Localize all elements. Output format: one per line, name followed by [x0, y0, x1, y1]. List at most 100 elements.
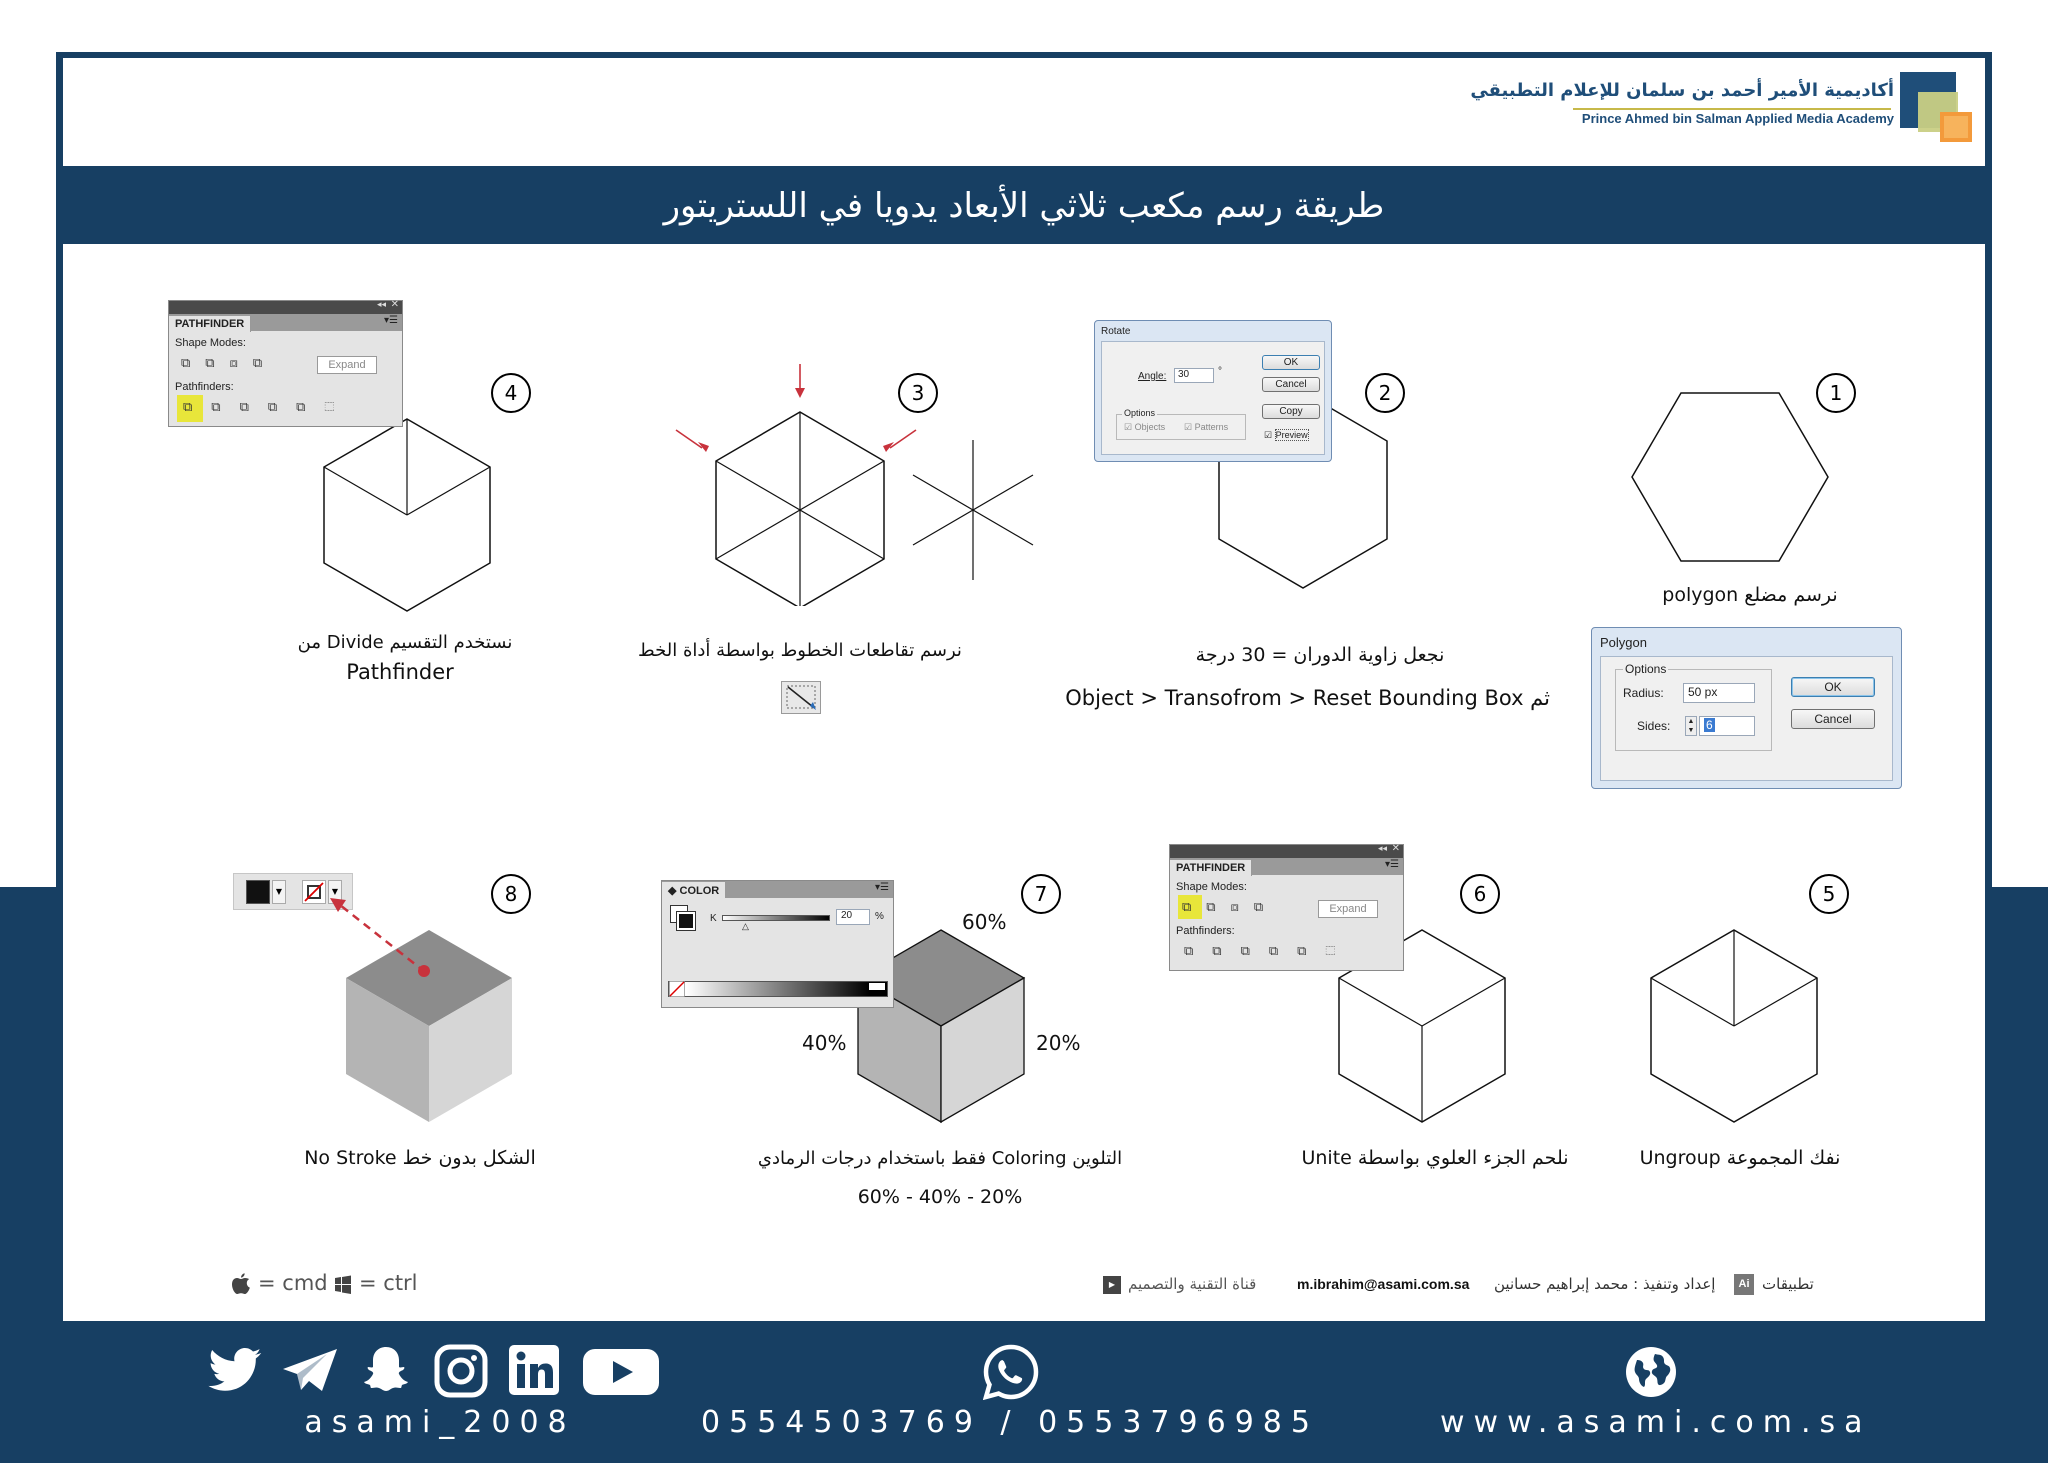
step-4-caption-2: Pathfinder: [346, 660, 454, 684]
none-swatch-icon[interactable]: [669, 981, 685, 997]
pct-left-label: 40%: [802, 1031, 847, 1055]
pathfinder-icons: ⧉⧉⧉⧉⧉⬚: [183, 399, 354, 414]
snapchat-icon[interactable]: [364, 1347, 408, 1391]
step-number-6: 6: [1460, 874, 1500, 914]
fill-color-swatch[interactable]: [246, 880, 270, 904]
expand-button-2[interactable]: Expand: [1318, 900, 1378, 918]
panel-collapse-icon-2[interactable]: ◂◂: [1377, 843, 1387, 853]
linkedin-icon[interactable]: [509, 1345, 559, 1395]
social-handle: asami_2008: [304, 1405, 576, 1440]
stroke-swatch[interactable]: [676, 911, 696, 931]
tab-color[interactable]: ◆ COLOR: [662, 882, 726, 899]
youtube-icon[interactable]: [583, 1349, 659, 1395]
ungrouped-cube: [1650, 929, 1818, 1123]
panel-collapse-icon[interactable]: ◂◂: [376, 299, 386, 309]
stroke-none-swatch[interactable]: [302, 880, 326, 904]
shape-modes-label: Shape Modes:: [175, 337, 246, 349]
polygon-options-group: [1615, 669, 1772, 751]
whatsapp-icon[interactable]: [982, 1344, 1039, 1401]
patterns-checkbox[interactable]: ☑ Patterns: [1184, 422, 1229, 432]
divide-button-highlight[interactable]: [177, 395, 203, 422]
pathfinders-label-2: Pathfinders:: [1176, 925, 1235, 937]
polygon-dialog-title: Polygon: [1600, 635, 1647, 650]
polygon-ok-button[interactable]: OK: [1791, 677, 1875, 697]
apple-icon: [231, 1272, 251, 1296]
tab-pathfinder[interactable]: PATHFINDER: [169, 316, 252, 332]
shape-mode-icons: ⧉⧉⧈⧉: [181, 355, 278, 370]
no-stroke-cube: [346, 930, 512, 1122]
divided-hexagon-cube: [323, 418, 491, 612]
rotate-cancel-button[interactable]: Cancel: [1262, 377, 1320, 392]
pointer-dot: [418, 965, 430, 977]
color-panel: ◆ COLOR ▾☰ K △ 20 %: [661, 880, 894, 1008]
step-number-7: 7: [1021, 874, 1061, 914]
tab-pathfinder-2[interactable]: PATHFINDER: [1170, 860, 1253, 876]
sides-stepper[interactable]: ▲▼: [1685, 716, 1697, 736]
fill-stroke-control: ▼ ▼: [233, 873, 353, 910]
left-border-top: [56, 52, 63, 887]
rotate-ok-button[interactable]: OK: [1262, 355, 1320, 370]
rotate-dialog-title: Rotate: [1101, 326, 1131, 337]
fill-dropdown-icon[interactable]: ▼: [272, 880, 286, 904]
radius-field[interactable]: 50 px: [1683, 683, 1755, 703]
step-7-caption-2: 60% - 40% - 20%: [857, 1186, 1023, 1208]
step-8-caption: الشكل بدون خط No Stroke: [304, 1147, 536, 1169]
polygon-dialog: Polygon Options Radius: 50 px Sides: ▲▼ …: [1591, 627, 1902, 789]
rotate-dialog: Rotate Angle: 30 ° Options ☑ Objects ☑ P…: [1094, 320, 1332, 462]
telegram-icon[interactable]: [283, 1349, 337, 1391]
shape-mode-icons-2: ⧉⧉⧈⧉: [1182, 899, 1279, 914]
color-ramp[interactable]: [668, 981, 888, 997]
preview-checkbox[interactable]: ☑ Preview: [1264, 429, 1309, 441]
expand-button[interactable]: Expand: [317, 356, 377, 374]
instagram-icon[interactable]: [434, 1344, 488, 1398]
k-label: K: [710, 913, 717, 924]
line-tool-icon[interactable]: [781, 681, 821, 714]
objects-label: Objects: [1134, 422, 1166, 432]
step-2-caption-1: نجعل زاوية الدوران = 30 درجة: [1195, 644, 1445, 666]
gray-shaded-cube: [856, 929, 1026, 1124]
objects-checkbox[interactable]: ☑ Objects: [1124, 422, 1166, 432]
color-panel-menu-icon[interactable]: ▾☰: [875, 882, 889, 893]
step-4-caption-1: نستخدم التقسيم Divide من: [297, 632, 513, 653]
k-slider-thumb[interactable]: △: [742, 921, 749, 931]
unite-button-highlight[interactable]: [1178, 895, 1202, 919]
panel-close-icon[interactable]: ✕: [390, 299, 399, 310]
right-border-top: [1985, 52, 1992, 887]
step-1-caption: نرسم مضلع polygon: [1662, 584, 1838, 606]
patterns-label: Patterns: [1194, 422, 1229, 432]
angle-label: Angle:: [1138, 371, 1167, 382]
white-swatch[interactable]: [869, 983, 885, 990]
rotate-dialog-body: Angle: 30 ° Options ☑ Objects ☑ Patterns…: [1101, 341, 1325, 455]
k-value-field[interactable]: 20: [836, 909, 870, 925]
polygon-options-label: Options: [1623, 662, 1669, 676]
academy-logo-underline: [1573, 108, 1891, 110]
step-7-caption-1: التلوين Coloring فقط باستخدام درجات الرم…: [757, 1148, 1123, 1169]
k-slider[interactable]: [722, 915, 830, 921]
sides-label: Sides:: [1637, 719, 1671, 733]
website-url: www.asami.com.sa: [1440, 1405, 1872, 1440]
step-number-4: 4: [491, 373, 531, 413]
academy-name-ar: أكاديمية الأمير أحمد بن سلمان للإعلام ال…: [1470, 80, 1894, 101]
step-number-8: 8: [491, 874, 531, 914]
k-unit: %: [875, 911, 884, 922]
author-email: m.ibrahim@asami.com.sa: [1297, 1276, 1470, 1292]
pct-top-label: 60%: [962, 910, 1007, 934]
youtube-channel-badge-icon: ▶: [1103, 1276, 1121, 1294]
angle-unit: °: [1218, 366, 1222, 377]
panel-menu-icon[interactable]: ▾☰: [384, 315, 398, 326]
twitter-icon[interactable]: [208, 1348, 262, 1391]
panel-close-icon-2[interactable]: ✕: [1391, 843, 1400, 854]
panel-titlebar: ◂◂ ✕: [169, 299, 402, 314]
globe-icon[interactable]: [1623, 1344, 1679, 1400]
pathfinder-panel-unite: ◂◂ ✕ PATHFINDER ▾☰ Shape Modes: ⧉⧉⧈⧉ Exp…: [1169, 843, 1404, 971]
panel-menu-icon-2[interactable]: ▾☰: [1385, 859, 1399, 870]
pathfinder-panel-divide: ◂◂ ✕ PATHFINDER ▾☰ Shape Modes: ⧉⧉⧈⧉ Exp…: [168, 299, 403, 427]
step-6-caption: نلحم الجزء العلوي بواسطة Unite: [1301, 1147, 1569, 1169]
polygon-cancel-button[interactable]: Cancel: [1791, 709, 1875, 729]
angle-field[interactable]: 30: [1174, 368, 1214, 383]
rotate-copy-button[interactable]: Copy: [1262, 404, 1320, 419]
pathfinders-label: Pathfinders:: [175, 381, 234, 393]
sides-field[interactable]: 6: [1699, 716, 1755, 736]
ai-badge-icon: Ai: [1734, 1274, 1754, 1295]
